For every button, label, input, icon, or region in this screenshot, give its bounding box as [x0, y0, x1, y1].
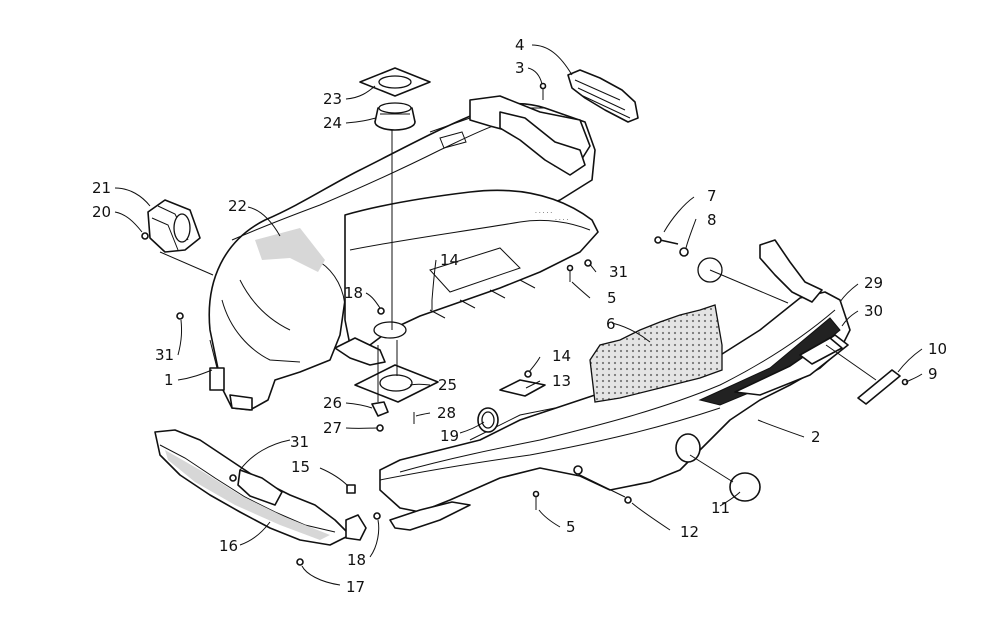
- callout-5-upper: 5: [607, 289, 617, 307]
- upper-pan-part-1: . . . . . . . . .: [208, 95, 599, 411]
- callout-27: 27: [323, 419, 342, 437]
- svg-text:. . . .: . . . .: [555, 215, 568, 222]
- callout-14-upper: 14: [440, 251, 459, 269]
- boot-part-21: [147, 199, 201, 253]
- callout-31-right: 31: [609, 263, 628, 281]
- callout-18-lower: 18: [347, 551, 366, 569]
- callout-14-lower: 14: [552, 347, 571, 365]
- callout-11: 11: [711, 499, 730, 517]
- callout-24: 24: [323, 114, 342, 132]
- callout-15: 15: [291, 458, 310, 476]
- callout-23: 23: [323, 90, 342, 108]
- callout-2: 2: [811, 428, 821, 446]
- clamp-part-19: [477, 407, 499, 433]
- callout-4: 4: [515, 36, 525, 54]
- callout-30: 30: [864, 302, 883, 320]
- callout-25: 25: [438, 376, 457, 394]
- callout-17: 17: [346, 578, 365, 596]
- gasket-part-25: [354, 364, 439, 403]
- callout-21: 21: [92, 179, 111, 197]
- callout-16: 16: [219, 537, 238, 555]
- callout-7: 7: [707, 187, 717, 205]
- callout-5-lower: 5: [566, 518, 576, 536]
- callout-22: 22: [228, 197, 247, 215]
- callout-12: 12: [680, 523, 699, 541]
- foam-part-6: [589, 304, 723, 403]
- plate-part-10: [857, 369, 901, 405]
- svg-text:. . . . .: . . . . .: [535, 208, 552, 215]
- callout-29: 29: [864, 274, 883, 292]
- callout-10: 10: [928, 340, 947, 358]
- callout-13: 13: [552, 372, 571, 390]
- callout-26: 26: [323, 394, 342, 412]
- callout-19: 19: [440, 427, 459, 445]
- gasket-part-23: [359, 67, 431, 97]
- callout-28: 28: [437, 404, 456, 422]
- callout-31-lower: 31: [290, 433, 309, 451]
- callout-20: 20: [92, 203, 111, 221]
- callout-9: 9: [928, 365, 938, 383]
- callout-leaders: [114, 44, 923, 586]
- boot-part-24: [374, 102, 416, 131]
- callout-3: 3: [515, 59, 525, 77]
- hardware: [141, 82, 909, 566]
- callout-8: 8: [707, 211, 717, 229]
- callout-18-upper: 18: [344, 284, 363, 302]
- callout-6: 6: [606, 315, 616, 333]
- callout-1: 1: [164, 371, 174, 389]
- callout-31-left: 31: [155, 346, 174, 364]
- vent-part-4: [567, 69, 639, 123]
- front-skid-part-16: [154, 429, 351, 546]
- belly-pan-part-2: [379, 239, 851, 531]
